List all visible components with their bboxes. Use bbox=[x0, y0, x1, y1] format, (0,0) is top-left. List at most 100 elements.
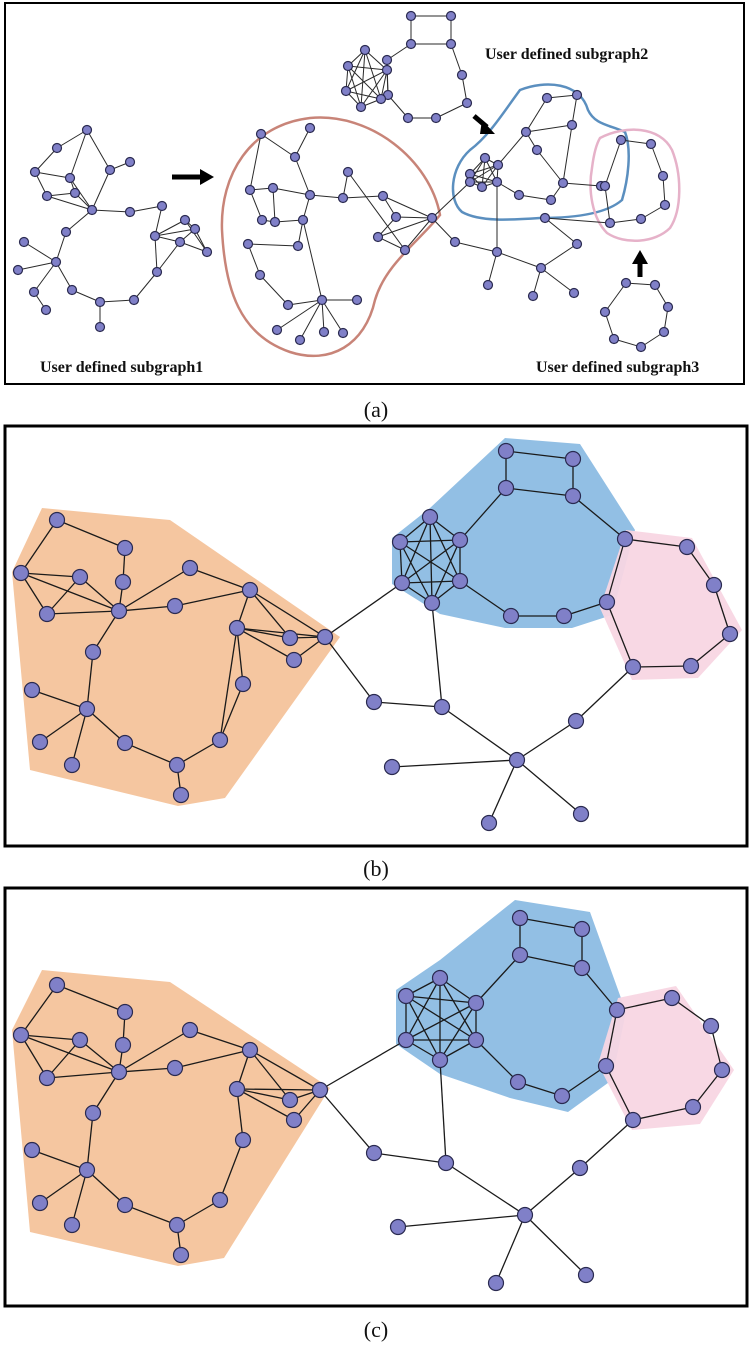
graph-edge bbox=[249, 189, 263, 221]
graph-node bbox=[566, 119, 578, 131]
graph-node bbox=[635, 341, 647, 353]
graph-node bbox=[211, 1191, 229, 1209]
graph-node bbox=[289, 151, 301, 163]
graph-node bbox=[228, 619, 246, 637]
graph-nodes bbox=[12, 10, 674, 353]
graph-node bbox=[659, 199, 671, 211]
graph-edge bbox=[39, 708, 88, 743]
graph-node bbox=[241, 1041, 259, 1059]
graph-node bbox=[241, 581, 259, 599]
graph-edge bbox=[459, 580, 512, 617]
graph-edge bbox=[401, 516, 431, 584]
graph-edge bbox=[272, 187, 276, 223]
graph-edge bbox=[399, 541, 433, 604]
graph-edge bbox=[575, 666, 634, 722]
graph-node bbox=[604, 217, 616, 229]
graph-edge bbox=[524, 1214, 587, 1276]
right-arrow-head bbox=[200, 169, 214, 185]
graph-edge bbox=[397, 1214, 526, 1228]
graph-node bbox=[116, 734, 134, 752]
graph-edge bbox=[487, 251, 498, 286]
graph-edge bbox=[605, 1009, 618, 1067]
graph-node bbox=[294, 334, 306, 346]
graph-node bbox=[520, 126, 532, 138]
graph-node bbox=[616, 530, 634, 548]
graph-edge bbox=[525, 124, 573, 133]
graph-edge bbox=[609, 218, 642, 224]
graph-node bbox=[282, 299, 294, 311]
graph-edge bbox=[118, 1067, 176, 1073]
graph-edge bbox=[55, 261, 73, 291]
graph-edge bbox=[249, 1049, 291, 1101]
graph-edge bbox=[236, 627, 295, 661]
graph-edge bbox=[713, 584, 731, 635]
graph-edge bbox=[459, 487, 507, 541]
graph-edge bbox=[404, 217, 433, 251]
graph-edge bbox=[154, 228, 196, 237]
graph-edge bbox=[690, 633, 731, 667]
graph-node bbox=[399, 244, 411, 256]
graph-node bbox=[151, 266, 163, 278]
graph-edge bbox=[276, 299, 323, 331]
graph-edge bbox=[118, 605, 176, 612]
graph-edge bbox=[345, 69, 388, 92]
graph-edge bbox=[347, 65, 382, 100]
graph-node bbox=[181, 559, 199, 577]
graph-edge bbox=[345, 49, 366, 92]
down-right-arrow-head bbox=[480, 120, 495, 134]
graph-node bbox=[509, 1073, 527, 1091]
graph-node bbox=[174, 236, 186, 248]
graph-node bbox=[430, 112, 442, 124]
graph-node bbox=[110, 602, 128, 620]
graph-edge bbox=[516, 759, 582, 815]
graph-edge bbox=[319, 1039, 407, 1091]
graph-node bbox=[104, 164, 116, 176]
graph-edge bbox=[360, 49, 366, 108]
graph-node bbox=[337, 327, 349, 339]
graph-node bbox=[564, 450, 582, 468]
graph-edge bbox=[454, 241, 498, 253]
graph-node bbox=[557, 177, 569, 189]
graph-node bbox=[456, 69, 468, 81]
graph-node bbox=[571, 89, 583, 101]
graph-node bbox=[377, 190, 389, 202]
graph-edge bbox=[86, 651, 94, 710]
graph-edge bbox=[260, 133, 296, 158]
graph-node bbox=[461, 97, 473, 109]
graph-edge bbox=[581, 967, 618, 1011]
graph-edge bbox=[124, 1204, 178, 1226]
graph-node bbox=[172, 1246, 190, 1264]
graph-node bbox=[297, 214, 309, 226]
graph-node bbox=[476, 181, 488, 193]
graph-node bbox=[114, 1036, 132, 1054]
graph-node bbox=[149, 230, 161, 242]
graph-node bbox=[497, 479, 515, 497]
graph-node bbox=[71, 568, 89, 586]
graph-node bbox=[201, 246, 213, 258]
graph-node bbox=[431, 969, 449, 987]
graph-edge bbox=[219, 683, 244, 741]
graph-node bbox=[255, 128, 267, 140]
graph-edge bbox=[34, 171, 71, 179]
graph-edge bbox=[20, 519, 58, 574]
graph-edge bbox=[399, 541, 461, 582]
graph-edge bbox=[518, 194, 552, 201]
graph-node bbox=[508, 751, 526, 769]
graph-edge bbox=[86, 1112, 94, 1171]
graph-node bbox=[620, 277, 632, 289]
graph-node bbox=[340, 85, 352, 97]
graph-node bbox=[228, 1080, 246, 1098]
graph-node bbox=[304, 122, 316, 134]
graph-edge bbox=[524, 1167, 581, 1216]
graph-edge bbox=[23, 241, 57, 263]
graph-node bbox=[31, 1194, 49, 1212]
graph-node bbox=[721, 625, 739, 643]
graph-edge bbox=[189, 1029, 251, 1051]
graph-edge bbox=[236, 627, 244, 685]
subgraph3-outline bbox=[589, 128, 681, 243]
graph-node bbox=[445, 38, 457, 50]
graph-edge bbox=[219, 1139, 244, 1201]
graph-edge bbox=[632, 1106, 694, 1121]
graph-node bbox=[571, 1159, 589, 1177]
graph-node bbox=[66, 284, 78, 296]
